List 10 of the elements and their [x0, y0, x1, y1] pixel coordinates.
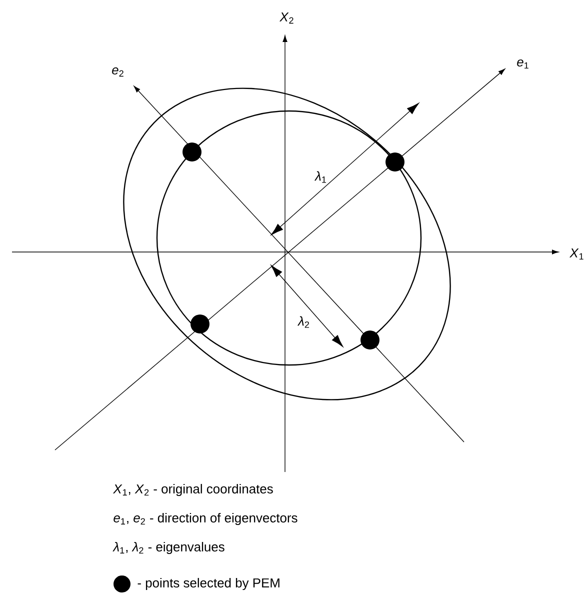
key-text: X$_{1}$, X$_{2}$ - original coordinates: [112, 484, 273, 496]
axis-label: e$_{1}$: [517, 59, 528, 69]
axis-label: X$_{1}$: [569, 248, 584, 260]
key-text: λ$_{1}$, λ$_{2}$ - eigenvalues: [112, 542, 224, 554]
axis-label: e$_{2}$: [112, 67, 124, 77]
symbol-label: λ$_{2}$: [297, 316, 309, 328]
legend-text: - points selected by PEM: [138, 578, 280, 590]
axis-label: X$_{2}$: [279, 12, 294, 24]
key-text: e$_{1}$, e$_{2}$ - direction of eigenvectors: [114, 512, 298, 526]
symbol-label: λ$_{1}$: [314, 171, 326, 183]
